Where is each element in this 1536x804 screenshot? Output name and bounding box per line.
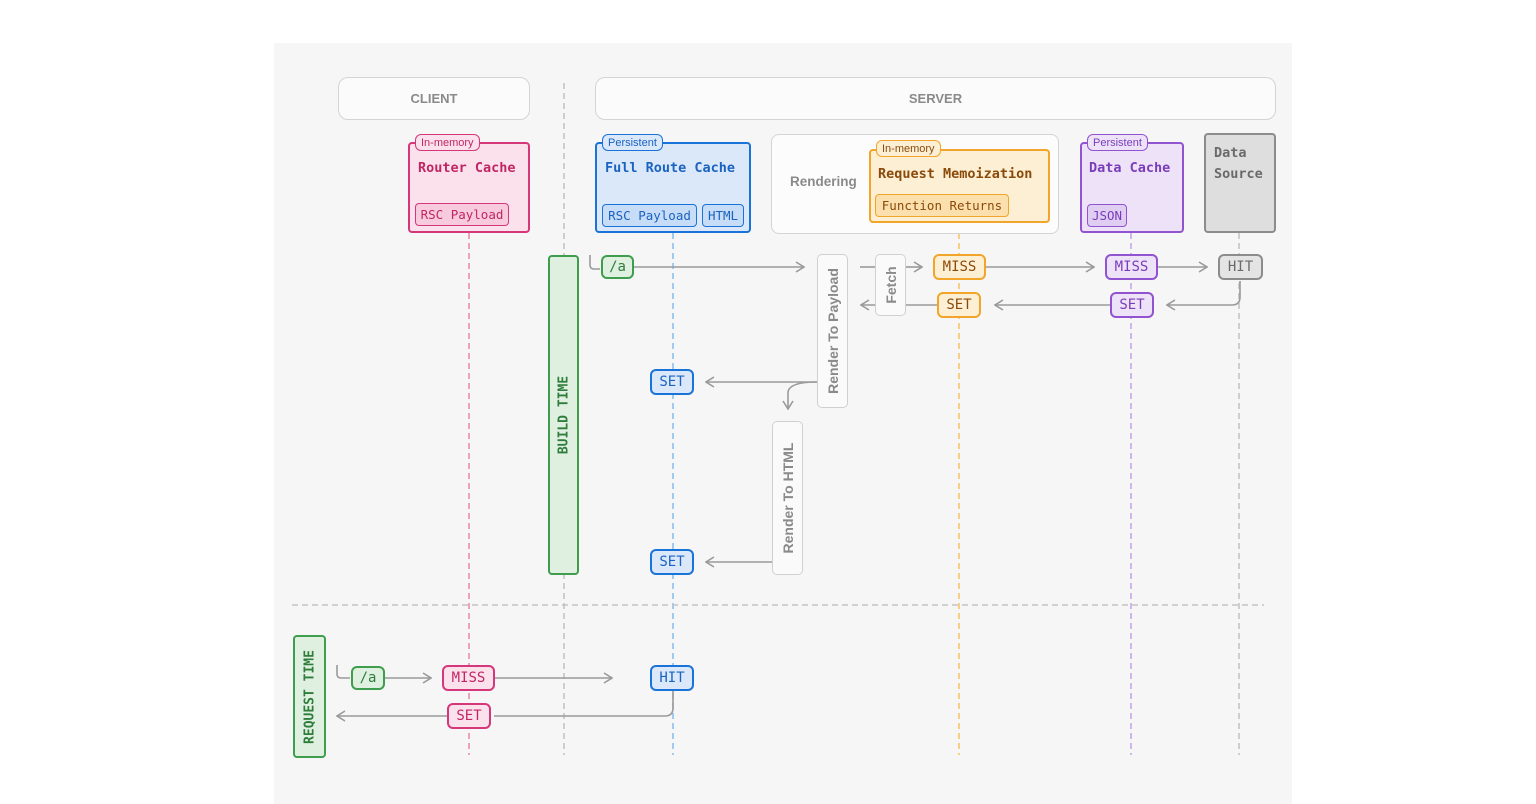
function-returns-chip: Function Returns <box>875 194 1009 217</box>
client-header: CLIENT <box>338 77 530 120</box>
data-cache-json-chip: JSON <box>1087 204 1127 227</box>
full-route-rsc-chip: RSC Payload <box>602 204 697 227</box>
rendering-label: Rendering <box>790 174 857 189</box>
data-source-title-line2: Source <box>1214 166 1263 182</box>
full-route-html-set-pill: SET <box>650 549 694 575</box>
memo-set-pill: SET <box>937 292 981 318</box>
server-header: SERVER <box>595 77 1276 120</box>
request-memoization-title: Request Memoization <box>878 166 1033 182</box>
cache-flow-diagram: CLIENT SERVER In-memory Router Cache RSC… <box>274 43 1292 804</box>
full-route-payload-set-pill: SET <box>650 369 694 395</box>
request-memoization-badge: In-memory <box>876 140 941 157</box>
render-to-payload-label: Render To Payload <box>824 268 841 394</box>
build-route-pill: /a <box>601 255 634 279</box>
data-source-title-line1: Data <box>1214 145 1247 161</box>
data-cache-badge: Persistent <box>1087 134 1148 151</box>
router-cache-title: Router Cache <box>418 160 516 176</box>
fetch-box: Fetch <box>875 254 906 316</box>
router-cache-rsc-chip: RSC Payload <box>415 203 509 226</box>
router-cache-badge: In-memory <box>415 134 480 151</box>
request-time-label: REQUEST TIME <box>302 649 317 744</box>
request-route-pill: /a <box>351 666 385 690</box>
full-route-cache-title: Full Route Cache <box>605 160 736 176</box>
request-time-bar: REQUEST TIME <box>293 635 326 758</box>
data-cache-miss-pill: MISS <box>1105 254 1158 280</box>
fetch-label: Fetch <box>882 266 899 304</box>
full-route-hit-pill: HIT <box>650 665 694 691</box>
arrow-full-route-return <box>494 691 674 717</box>
arrow-render-to-html <box>788 381 818 409</box>
arrow-source-return <box>1167 281 1241 305</box>
build-time-label: BUILD TIME <box>556 375 571 455</box>
build-start-connector <box>589 255 600 270</box>
render-to-html-label: Render To HTML <box>779 442 796 554</box>
data-source-hit-pill: HIT <box>1218 254 1263 280</box>
render-to-payload-box: Render To Payload <box>817 254 848 408</box>
build-time-bar: BUILD TIME <box>548 255 579 575</box>
memo-miss-pill: MISS <box>933 254 986 280</box>
data-source-box <box>1204 133 1276 233</box>
full-route-html-chip: HTML <box>702 204 744 227</box>
router-cache-miss-pill: MISS <box>442 665 495 691</box>
router-cache-set-pill: SET <box>447 703 491 729</box>
data-cache-title: Data Cache <box>1089 160 1171 176</box>
full-route-cache-badge: Persistent <box>602 134 663 151</box>
render-to-html-box: Render To HTML <box>772 421 803 575</box>
data-cache-set-pill: SET <box>1110 292 1154 318</box>
request-start-connector <box>336 665 350 679</box>
